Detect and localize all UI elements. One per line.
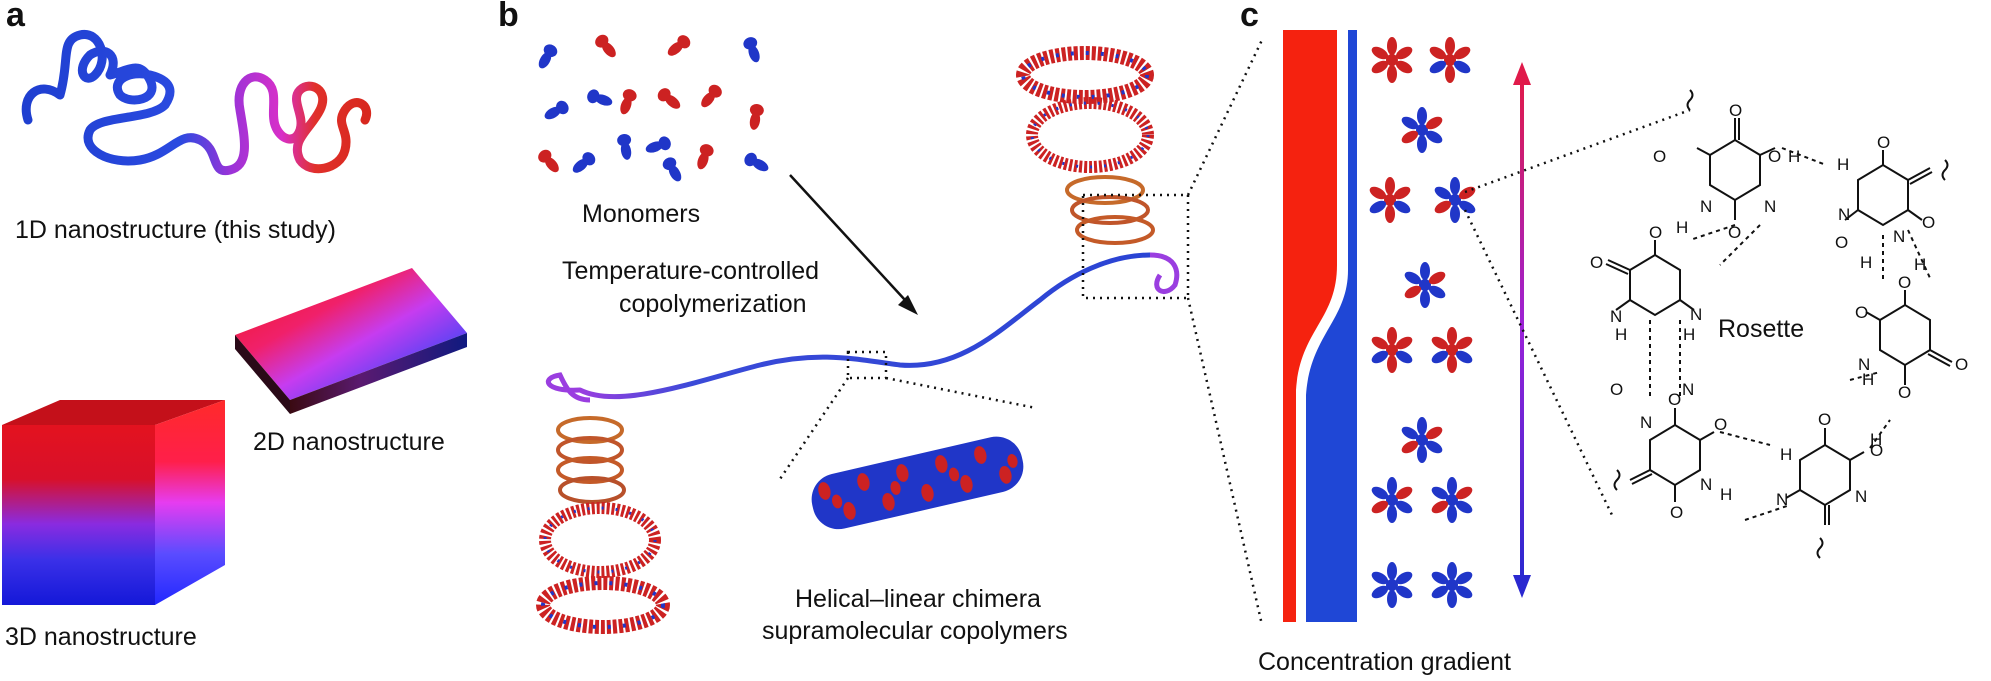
svg-text:O: O: [1835, 233, 1848, 252]
svg-text:N: N: [1764, 197, 1776, 216]
svg-text:O: O: [1668, 390, 1681, 409]
label-monomers: Monomers: [582, 200, 701, 228]
svg-text:N: N: [1700, 475, 1712, 494]
svg-text:N: N: [1838, 205, 1850, 224]
svg-text:H: H: [1837, 155, 1849, 174]
svg-text:H: H: [1860, 253, 1872, 272]
svg-text:O: O: [1955, 355, 1968, 374]
helical-coil-upper: [1016, 46, 1155, 245]
svg-text:O: O: [1818, 410, 1831, 429]
svg-text:N: N: [1700, 197, 1712, 216]
label-product-line2: supramolecular copolymers: [762, 617, 1068, 645]
svg-text:O: O: [1898, 383, 1911, 402]
panel-b-monomers: [534, 32, 772, 185]
svg-text:N: N: [1855, 487, 1867, 506]
label-product-line1: Helical–linear chimera: [795, 585, 1041, 613]
svg-text:O: O: [1670, 503, 1683, 522]
svg-text:O: O: [1922, 213, 1935, 232]
label-rosette: Rosette: [1718, 315, 1805, 343]
label-process-line1: Temperature-controlled: [562, 257, 820, 285]
linear-stack: [811, 436, 1024, 530]
svg-text:N: N: [1893, 227, 1905, 246]
zoom-box-helix: [1081, 39, 1264, 626]
svg-text:O: O: [1653, 147, 1666, 166]
label-concentration-gradient: Concentration gradient: [1258, 648, 1511, 676]
svg-text:H: H: [1862, 370, 1874, 389]
svg-text:O: O: [1855, 303, 1868, 322]
label-1d-nanostructure: 1D nanostructure (this study): [15, 216, 336, 244]
panel-a-letter: a: [6, 0, 25, 34]
chimera-linear-chain: [546, 252, 1180, 403]
svg-text:H: H: [1683, 325, 1695, 344]
label-process-line2: copolymerization: [619, 290, 807, 318]
panel-c-letter: c: [1240, 0, 1259, 34]
svg-text:O: O: [1714, 415, 1727, 434]
helical-coil-lower: [536, 416, 670, 634]
svg-text:N: N: [1776, 490, 1788, 509]
zoom-box-chain: [776, 350, 1037, 483]
svg-text:O: O: [1729, 101, 1742, 120]
panel-a-3d-cube: [2, 400, 225, 605]
panel-a-1d-polymer: [21, 30, 372, 176]
gradient-arrow: [1513, 62, 1531, 598]
concentration-bands: [1283, 30, 1357, 622]
label-2d-nanostructure: 2D nanostructure: [253, 428, 445, 456]
svg-text:O: O: [1590, 253, 1603, 272]
svg-text:H: H: [1914, 255, 1926, 274]
svg-text:H: H: [1720, 485, 1732, 504]
svg-text:O: O: [1728, 223, 1741, 242]
svg-text:N: N: [1640, 413, 1652, 432]
svg-text:O: O: [1649, 223, 1662, 242]
label-3d-nanostructure: 3D nanostructure: [5, 623, 197, 651]
svg-text:O: O: [1870, 441, 1883, 460]
svg-text:N: N: [1690, 305, 1702, 324]
process-arrowhead: [898, 295, 918, 315]
process-arrow: [789, 174, 906, 301]
rosette-column: [1367, 37, 1478, 608]
svg-text:H: H: [1780, 445, 1792, 464]
svg-text:O: O: [1898, 273, 1911, 292]
panel-b-letter: b: [498, 0, 519, 34]
svg-text:N: N: [1858, 355, 1870, 374]
svg-text:O: O: [1610, 380, 1623, 399]
svg-text:H: H: [1788, 147, 1800, 166]
svg-text:H: H: [1615, 325, 1627, 344]
zoom-lines-rosette: [1463, 108, 1691, 516]
svg-text:O: O: [1877, 133, 1890, 152]
panel-a-2d-slab: [235, 268, 467, 414]
svg-text:O: O: [1768, 147, 1781, 166]
svg-text:H: H: [1870, 430, 1882, 449]
svg-text:N: N: [1682, 380, 1694, 399]
svg-text:H: H: [1676, 218, 1688, 237]
svg-text:N: N: [1610, 307, 1622, 326]
